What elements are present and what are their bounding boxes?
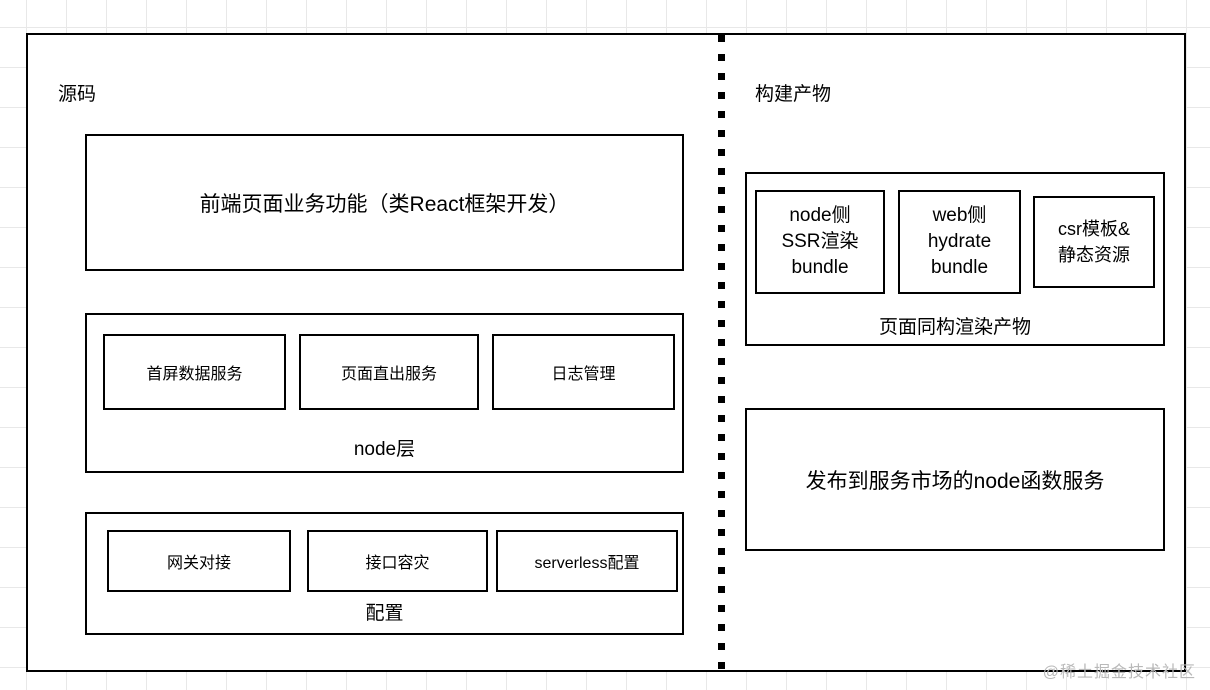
config-item-2-label: 接口容灾: [365, 555, 430, 572]
node-layer-item-1: 首屏数据服务: [103, 334, 286, 410]
render-output-item-3-label: csr模板& 静态资源: [1058, 219, 1130, 265]
frontend-feature-box: 前端页面业务功能（类React框架开发）: [85, 134, 684, 271]
node-layer-item-3-label: 日志管理: [551, 366, 616, 383]
function-service-label: 发布到服务市场的node函数服务: [805, 469, 1105, 493]
frontend-feature-label: 前端页面业务功能（类React框架开发）: [199, 192, 570, 216]
node-layer-item-2: 页面直出服务: [299, 334, 479, 410]
render-output-item-2-label: web侧 hydrate bundle: [927, 205, 992, 278]
render-output-caption: 页面同构渲染产物: [878, 317, 1031, 338]
config-item-2: 接口容灾: [307, 530, 488, 592]
render-output-item-3: csr模板& 静态资源: [1033, 196, 1155, 288]
right-section-title: 构建产物: [755, 84, 832, 105]
watermark: @稀土掘金技术社区: [1042, 664, 1196, 681]
config-item-3-label: serverless配置: [534, 555, 640, 572]
node-layer-item-2-label: 页面直出服务: [340, 366, 437, 383]
config-item-1-label: 网关对接: [166, 555, 231, 572]
render-output-item-1-label: node侧 SSR渲染 bundle: [781, 205, 859, 278]
node-layer-item-1-label: 首屏数据服务: [146, 366, 243, 383]
left-section-title: 源码: [58, 84, 97, 105]
config-item-1: 网关对接: [107, 530, 291, 592]
vertical-dashed-divider: [718, 35, 725, 670]
node-layer-caption: node层: [353, 439, 416, 460]
render-output-item-1: node侧 SSR渲染 bundle: [755, 190, 885, 294]
node-layer-item-3: 日志管理: [492, 334, 675, 410]
function-service-box: 发布到服务市场的node函数服务: [745, 408, 1165, 551]
render-output-item-2: web侧 hydrate bundle: [898, 190, 1021, 294]
config-item-3: serverless配置: [496, 530, 678, 592]
config-layer-caption: 配置: [365, 603, 404, 624]
